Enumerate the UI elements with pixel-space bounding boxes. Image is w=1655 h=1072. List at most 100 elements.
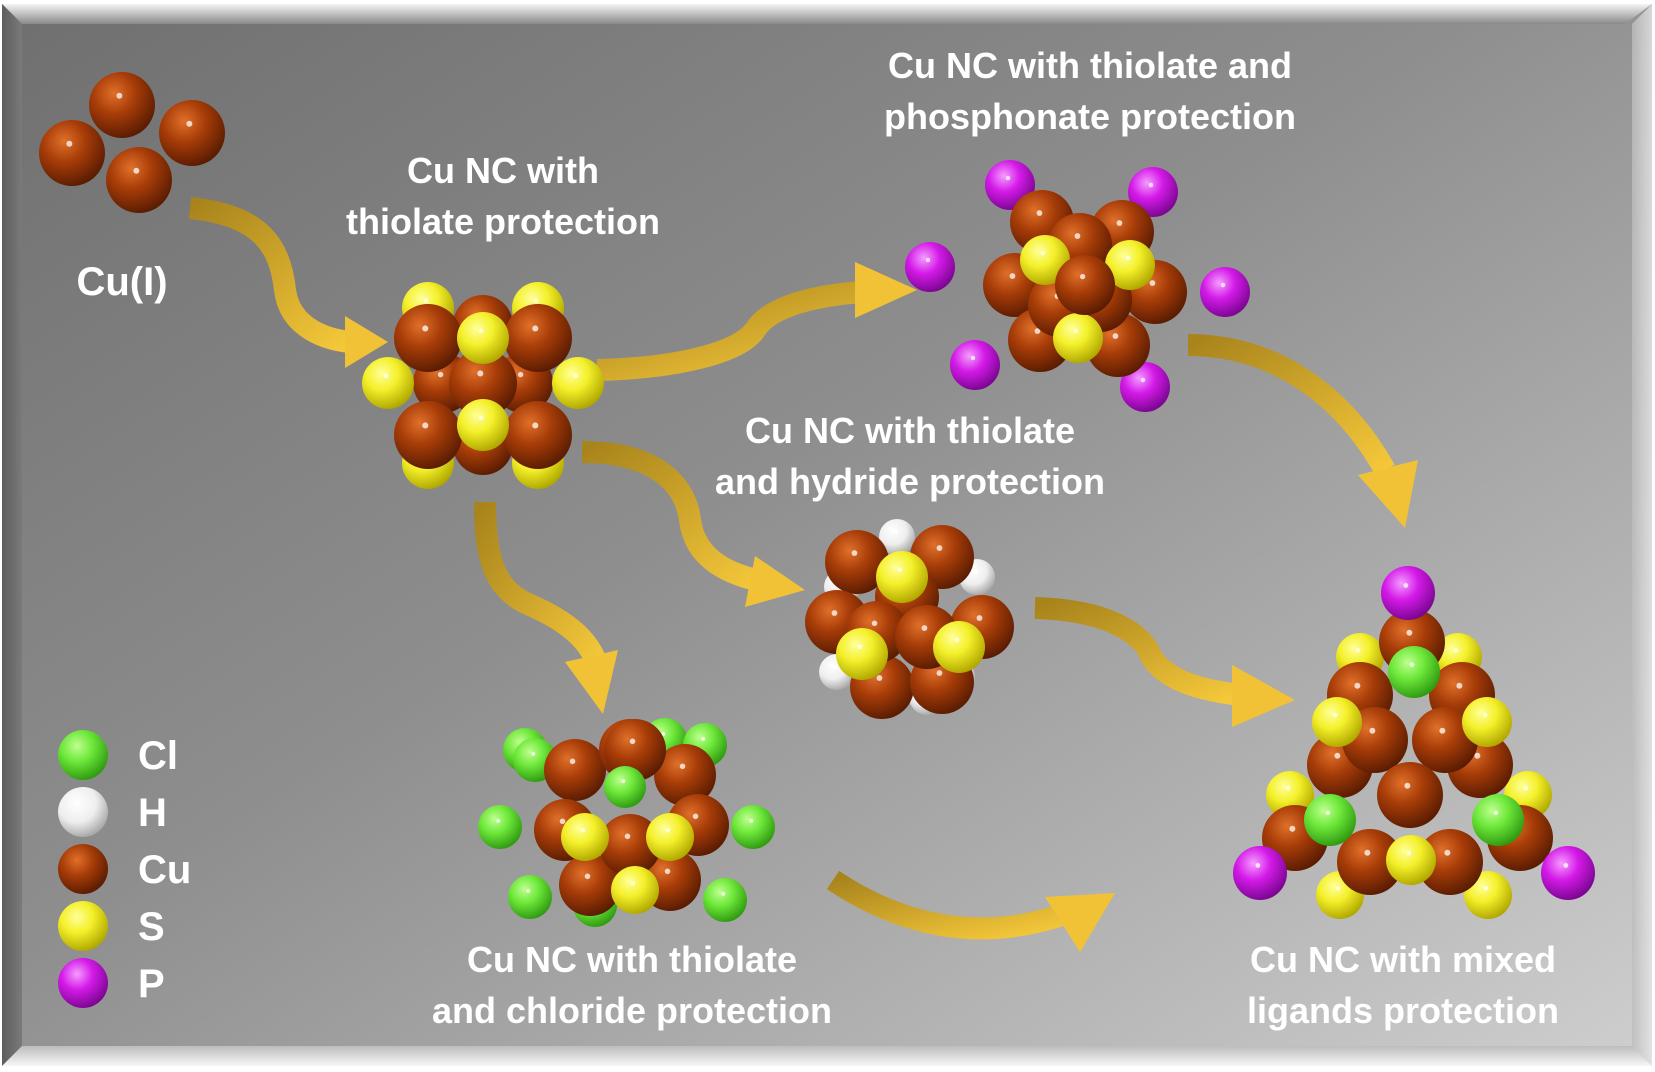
white-sphere-icon [58,787,108,837]
phosphorus-atom [1381,566,1435,620]
legend-item-h: H [58,787,167,837]
sulfur-atom [1020,235,1070,285]
atom-highlight [1079,273,1086,280]
panel-bevel-right [1632,4,1652,1066]
sulfur-atom [836,628,888,680]
atom-highlight [1456,682,1463,689]
arrow-body [1187,334,1395,476]
legend-item-p: P [58,958,165,1008]
cluster-hydride [805,519,1014,719]
sulfur-atom [1386,835,1436,885]
atom-highlight [1289,825,1296,832]
node-label-line: phosphonate protection [884,96,1296,137]
precursor-label: Cu(I) [76,260,167,304]
chlorine-atom [1304,794,1356,846]
node-label-line: ligands protection [1247,990,1559,1031]
node-label-line: Cu NC with thiolate [467,939,797,980]
atom-highlight [976,615,983,621]
atom-highlight [383,373,389,379]
atom-highlight [116,92,123,99]
panel-bevel-top [2,4,1652,24]
copper-atom [1412,707,1478,773]
sulfur-atom [1053,313,1103,363]
arrow-head-icon [565,650,618,714]
arrow-body [1034,597,1242,706]
atom-highlight [1523,786,1529,791]
sulfur-atom [1464,871,1512,919]
atom-highlight [871,620,878,627]
atom-highlight [569,758,576,765]
atom-highlight [970,355,976,361]
arrow-chloride-to-mixed [826,870,1115,952]
atom-highlight [1220,282,1226,288]
panel-bevel-bottom [2,1046,1652,1066]
atom-highlight [1325,810,1331,816]
brown-sphere-icon [58,844,108,894]
atom-highlight [533,298,539,304]
node-label-mixed: Cu NC with mixed ligands protection [1247,939,1559,1031]
node-label-hydride: Cu NC with thiolate and hydride protecti… [715,410,1105,502]
copper-atom [604,719,666,781]
atom-highlight [973,569,978,574]
atom-highlight [1404,782,1411,789]
chlorine-atom [604,766,646,808]
atom-highlight [423,298,429,304]
atom-highlight [1493,810,1499,816]
atom-highlight [66,140,73,147]
atom-highlight [1482,712,1488,718]
legend-label: S [138,905,165,949]
atom-highlight [1149,280,1156,286]
copper-atom [1337,829,1403,895]
atom-highlight [559,818,566,825]
sulfur-atom [1462,697,1512,747]
atom-highlight [721,891,726,896]
atom-highlight [478,415,484,421]
sulfur-atom [457,312,509,364]
atom-highlight [1409,662,1415,668]
cluster-phosphonate [905,160,1250,412]
cluster-mixed [1233,566,1595,919]
atom-highlight [921,625,928,631]
atom-highlight [701,736,706,741]
clusters-layer [39,72,1595,927]
atom-highlight [749,818,754,823]
atom-highlight [1334,752,1341,759]
chlorine-atom [1388,646,1440,698]
atom-highlight [936,670,943,676]
atom-highlight [1036,210,1043,216]
atom-highlight [1148,182,1154,188]
hydrogen-atom [879,519,915,555]
atom-highlight [422,422,429,429]
atom-highlight [1005,175,1011,181]
copper-atom [39,120,105,186]
atom-highlight [1116,220,1123,226]
atom-highlight [584,873,591,880]
chlorine-atom [731,805,775,849]
atom-highlight [1364,849,1371,856]
atom-highlight [1439,727,1446,734]
node-label-line: and chloride protection [432,990,832,1031]
copper-atom [1377,762,1443,828]
phosphorus-atom [1233,846,1287,900]
arrow-body [581,441,768,593]
atom-highlight [532,422,539,429]
atom-highlight [526,888,531,893]
atom-highlight [531,751,536,756]
sulfur-atom [933,621,985,673]
arrow-body [474,501,608,669]
atom-highlight [517,371,524,378]
atom-highlight [661,731,666,736]
sulfur-atom [457,399,509,451]
arrow-cu-to-thiolate [188,197,388,368]
sulfur-atom [561,813,609,861]
atom-highlight [1403,583,1409,588]
atom-highlight [1040,250,1046,256]
copper-atom [1417,829,1483,895]
node-label-phosphonate: Cu NC with thiolate and phosphonate prot… [884,45,1296,137]
sulfur-atom [611,866,659,914]
arrow-head-icon [1045,893,1115,952]
copper-atom [159,100,225,166]
panel-bevel-left [2,4,22,1066]
atom-highlight [1125,255,1131,261]
